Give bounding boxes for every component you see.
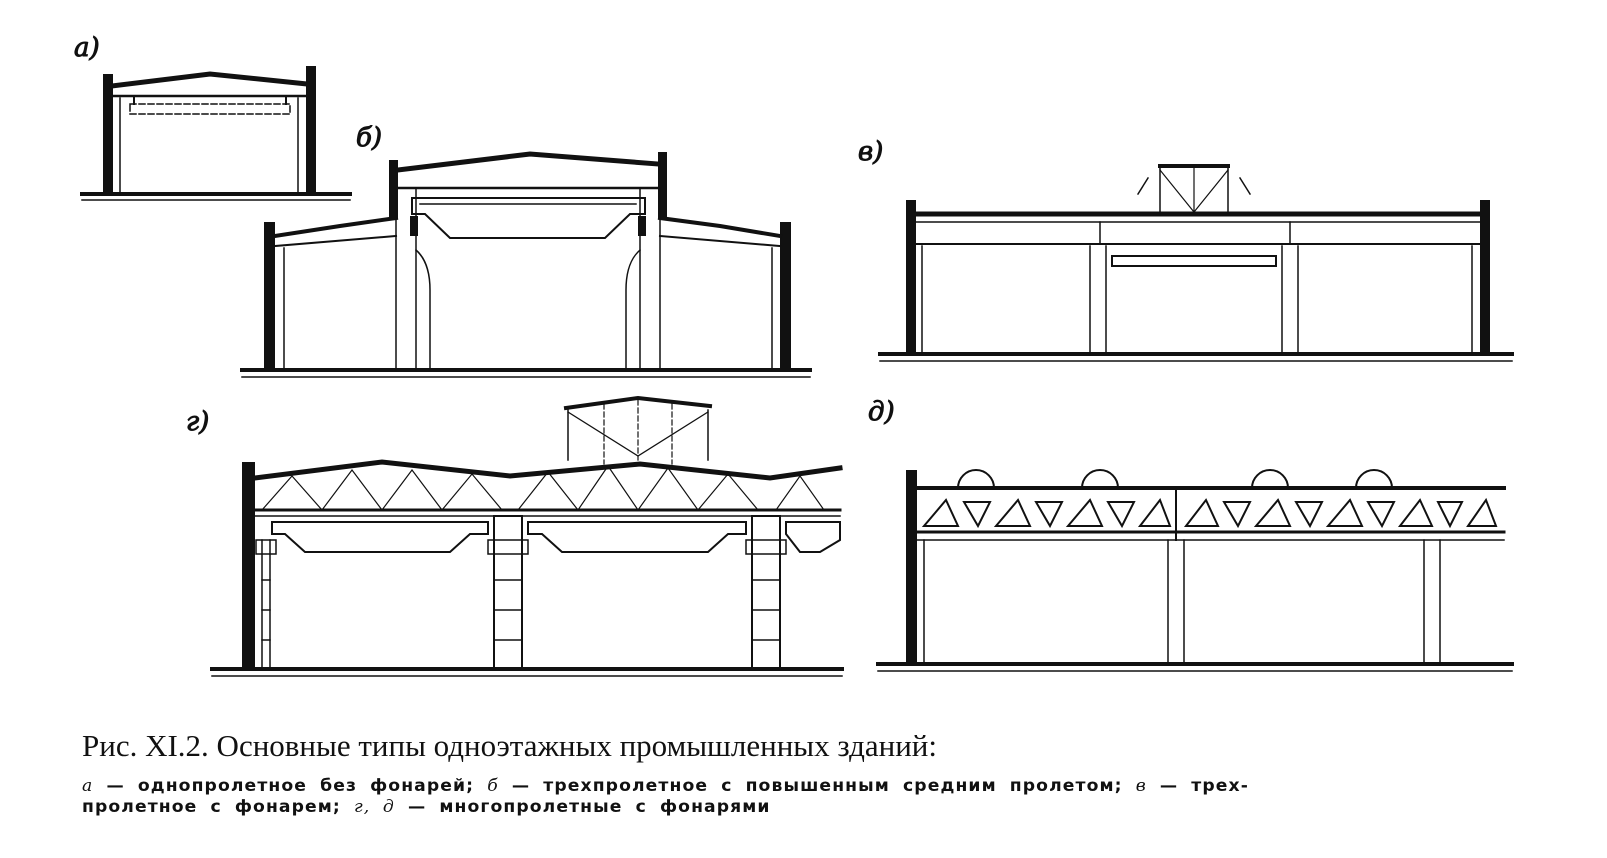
caption-desc-gd: — многопролетные с фонарями xyxy=(394,797,771,817)
caption-line-1: а — однопролетное без фонарей; б — трехп… xyxy=(82,776,1602,797)
caption-key-v: в xyxy=(1135,776,1147,796)
section-a-single-span: а) xyxy=(74,33,352,201)
label-b: б) xyxy=(356,123,382,153)
caption-key-a: а xyxy=(82,776,94,796)
figure-caption-title: Рис. XI.2. Основные типы одноэтажных про… xyxy=(82,728,937,763)
label-d: д) xyxy=(868,397,895,427)
label-a: а) xyxy=(74,33,100,63)
figure-caption-legend: а — однопролетное без фонарей; б — трехп… xyxy=(82,776,1602,818)
caption-desc-b: — трехпролетное с повышенным средним про… xyxy=(498,776,1136,796)
section-v-three-span-skylight: в) xyxy=(858,137,1514,362)
caption-key-b: б xyxy=(487,776,499,796)
label-g: г) xyxy=(186,407,209,437)
caption-key-gd: г, д xyxy=(354,797,395,817)
caption-desc-v: — трех- xyxy=(1146,776,1249,796)
caption-line-2: пролетное с фонарем; г, д — многопролетн… xyxy=(82,797,1602,818)
label-v: в) xyxy=(858,137,883,167)
section-d-multi-span-domes: д) xyxy=(868,397,1514,672)
section-g-multi-span-trusses: г) xyxy=(186,395,844,677)
caption-desc-v-cont: пролетное с фонарем; xyxy=(82,797,354,817)
section-b-three-span-raised: б) xyxy=(240,123,812,378)
caption-desc-a: — однопролетное без фонарей; xyxy=(93,776,488,796)
